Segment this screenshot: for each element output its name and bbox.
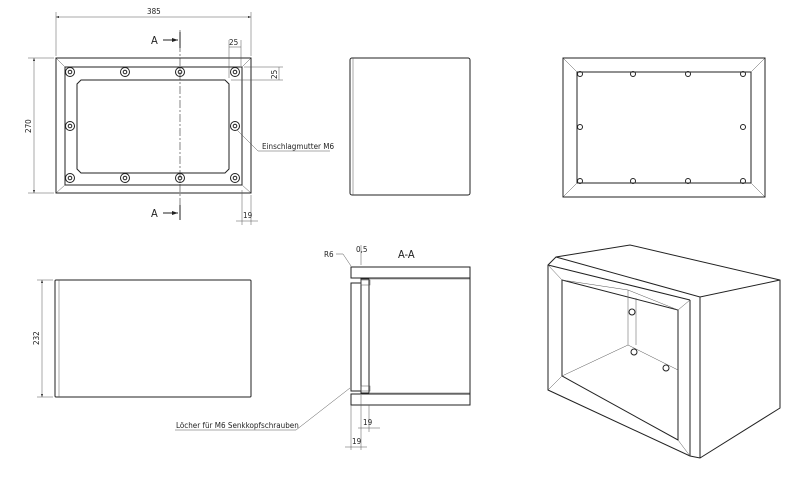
screw-nut-icon <box>230 121 240 131</box>
screw-nut-icon <box>230 173 240 183</box>
bottom-view: 232 <box>32 279 252 398</box>
hole-icon <box>740 71 746 77</box>
hole-icon <box>630 71 636 77</box>
dim-frame-x: 25 <box>229 38 238 47</box>
dim-inner: 19 <box>363 418 373 427</box>
dim-depth: 19 <box>243 211 253 220</box>
dim-height: 270 <box>24 119 33 133</box>
screw-nut-icon <box>65 173 75 183</box>
radius-label: R6 <box>324 250 334 259</box>
screw-nut-icon <box>65 67 75 77</box>
screw-nut-icon <box>230 67 240 77</box>
section-title: A-A <box>398 248 415 261</box>
gap-label: 0,5 <box>356 245 367 254</box>
note-loecher: Löcher für M6 Senkkopfschrauben <box>176 421 299 430</box>
dim-width: 385 <box>147 7 161 16</box>
side-view <box>349 57 471 196</box>
hole-icon <box>740 124 746 130</box>
isometric-view <box>547 244 781 459</box>
dim-bottom-height: 232 <box>32 331 41 345</box>
hole-icon <box>685 178 691 184</box>
hole-icon <box>685 71 691 77</box>
note-einschlagmutter: Einschlagmutter M6 <box>262 142 334 151</box>
front-view: A A 385 270 25 25 19 Einschlagmutter M6 <box>24 7 334 225</box>
section-mark-top: A <box>151 34 158 47</box>
hole-icon <box>577 71 583 77</box>
back-view <box>562 57 766 198</box>
screw-nut-icon <box>65 121 75 131</box>
hole-icon <box>577 178 583 184</box>
screw-nut-icon <box>120 173 130 183</box>
hole-icon <box>740 178 746 184</box>
dim-frame-y: 25 <box>270 70 279 79</box>
hole-icon <box>577 124 583 130</box>
section-view: A-A R6 0,5 19 19 Löcher für M6 Senkkopfs… <box>175 245 471 450</box>
dim-outer: 19 <box>352 437 362 446</box>
hole-icon <box>630 178 636 184</box>
screw-nut-icon <box>120 67 130 77</box>
section-mark-bottom: A <box>151 207 158 220</box>
